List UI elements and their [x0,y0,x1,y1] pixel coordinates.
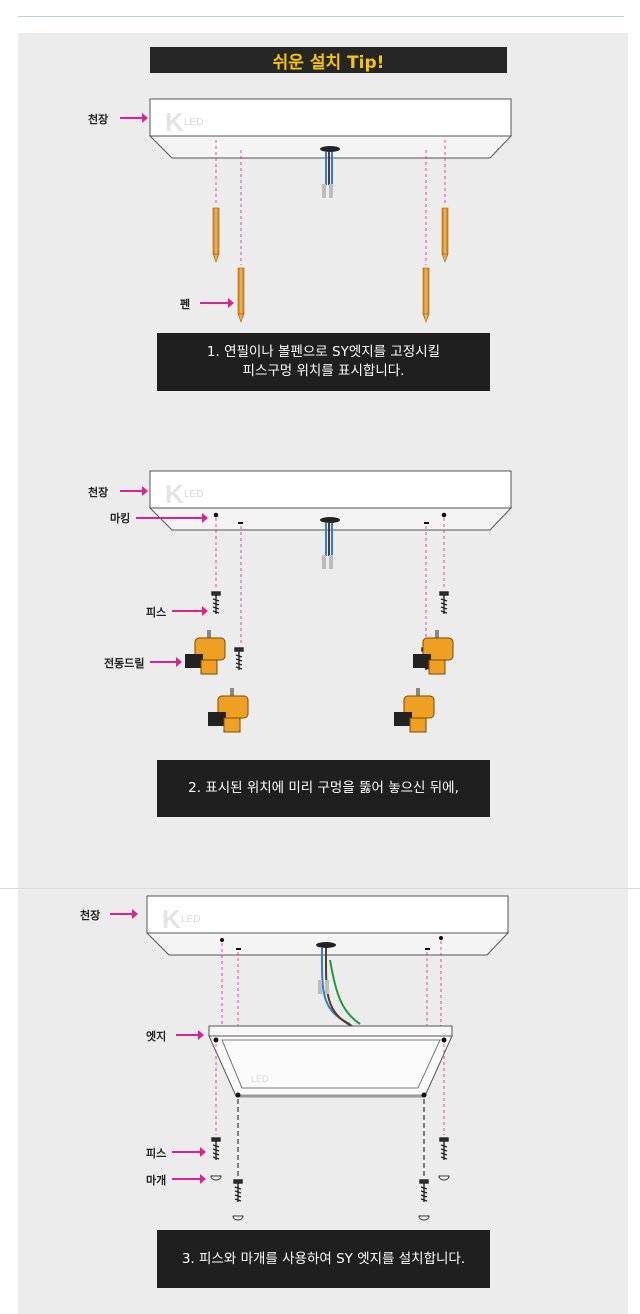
panel-logo: LED [251,1074,269,1084]
ceiling-logo-1: LED [184,117,203,128]
edge-panel: LED [208,1025,453,1098]
ceiling-label-2: 천장 [88,486,109,499]
ceiling-label-1: 천장 [88,113,109,126]
wires-step3 [318,947,361,1027]
arrow-icon [110,909,138,919]
mark-lines-step1 [215,140,446,265]
step2-caption: 2. 표시된 위치에 미리 구멍을 뚫어 놓으신 뒤에, [157,760,490,817]
step2-caption-text: 2. 표시된 위치에 미리 구멍을 뚫어 놓으신 뒤에, [188,780,459,796]
svg-text:K: K [165,107,184,137]
ceiling-label-3: 천장 [80,909,101,922]
arrow-icon [120,113,148,123]
lower-lines-step3 [215,1044,445,1178]
pen-icons [212,207,449,323]
edge-label: 엣지 [146,1030,167,1043]
ceiling-step3: K LED [145,895,510,956]
step3-caption: 3. 피스와 마개를 사용하여 SY 엣지를 설치합니다. [157,1230,490,1288]
marking-label: 마킹 [110,512,131,525]
arrow-icon [172,1147,206,1157]
drill-label: 전동드릴 [104,657,145,670]
ceiling-step1: K LED [148,98,513,198]
ceiling-logo-2: LED [184,489,203,500]
section-divider [0,888,640,889]
screw-label-2: 피스 [146,606,167,619]
mark-lines-step3 [221,941,442,1030]
top-rule [18,16,624,17]
tip-title: 쉬운 설치 Tip! [150,47,507,73]
screw-icons-step3 [211,1137,449,1202]
mark-lines-step2 [215,518,445,645]
screw-icons-step2 [211,591,449,670]
step3-caption-text: 3. 피스와 마개를 사용하여 SY 엣지를 설치합니다. [181,1250,466,1267]
step1-caption: 1. 연필이나 볼펜으로 SY엣지를 고정시킬 피스구멍 위치를 표시합니다. [157,333,490,391]
content-panel [18,33,628,1314]
arrow-icon [136,513,208,523]
ceiling-logo-3: LED [181,914,200,925]
step1-caption-text: 1. 연필이나 볼펜으로 SY엣지를 고정시킬 피스구멍 위치를 표시합니다. [206,344,441,379]
arrow-icon [150,657,182,667]
cap-label: 마개 [146,1174,167,1187]
arrow-icon [200,298,234,308]
arrow-icon [172,1174,206,1184]
arrow-icon [120,486,148,496]
arrow-icon [172,606,208,616]
screw-label-3: 피스 [146,1147,167,1160]
ceiling-step2: K LED [148,470,513,569]
drill-icons [185,630,454,733]
svg-text:K: K [162,904,181,934]
pen-label: 펜 [180,298,191,311]
svg-text:K: K [165,479,184,509]
cap-icons [210,1175,450,1221]
arrow-icon [176,1030,204,1040]
